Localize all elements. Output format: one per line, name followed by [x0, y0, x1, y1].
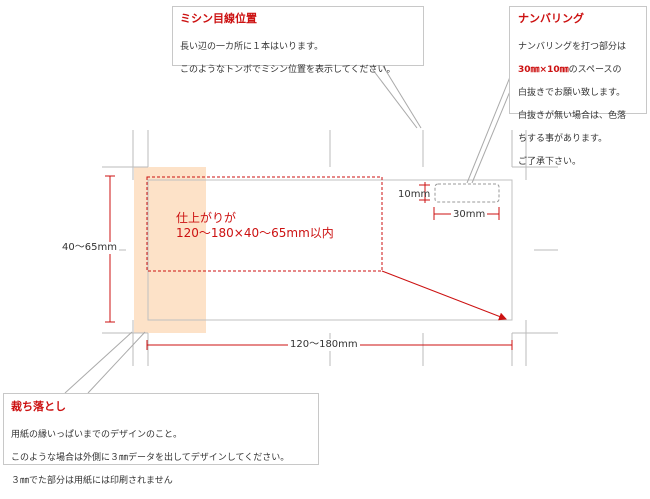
finished-size-label: 仕上がりが 120〜180×40〜65mm以内 [176, 211, 334, 241]
finished-size-line: 120〜180×40〜65mm以内 [176, 226, 334, 240]
callout-perforation-body: 長い辺の一カ所に１本はいります。 このようなトンボでミシン位置を表示してください… [180, 30, 416, 88]
callout-numbering-line: 30㎜×10㎜のスペースの [518, 65, 638, 77]
callout-bleed-line: このような場合は外側に３㎜データを出してデザインしてください。 [11, 452, 290, 463]
callout-numbering-line: 白抜きが無い場合は、色落 [518, 110, 627, 121]
callout-numbering-title: ナンバリング [518, 12, 584, 25]
callout-numbering-body: ナンバリングを打つ部分は 30㎜×10㎜のスペースの 白抜きでお願い致します。 … [518, 30, 638, 180]
height-dimension-label: 40〜65mm [60, 242, 119, 254]
callout-perforation-line: 長い辺の一カ所に１本はいります。 [180, 41, 324, 52]
callout-bleed-body: 用紙の縁いっぱいまでのデザインのこと。 このような場合は外側に３㎜データを出して… [11, 418, 311, 499]
callout-perforation-title: ミシン目線位置 [180, 12, 257, 25]
numbering-size-rest: のスペースの [568, 64, 622, 75]
paper-outline [147, 179, 513, 321]
callout-numbering-line: 白抜きでお願い致します。 [518, 87, 626, 98]
diagram-canvas [64, 65, 558, 394]
expand-arrow [381, 270, 507, 321]
callout-numbering-line: ご了承下さい。 [518, 156, 582, 167]
finished-size-frame [146, 176, 383, 272]
callout-bleed-line: 用紙の縁いっぱいまでのデザインのこと。 [11, 429, 183, 440]
callout-bleed: 裁ち落とし 用紙の縁いっぱいまでのデザインのこと。 このような場合は外側に３㎜デ… [3, 393, 319, 486]
callout-perforation-line: このようなトンボでミシン位置を表示してください。 [180, 64, 396, 75]
numbering-height-label: 10mm [398, 189, 431, 200]
callout-bleed-line: ３㎜でた部分は用紙には印刷されません [11, 475, 173, 486]
callout-numbering-line: ナンバリングを打つ部分は [518, 41, 627, 52]
callout-perforation: ミシン目線位置 長い辺の一カ所に１本はいります。 このようなトンボでミシン位置を… [172, 6, 424, 75]
finished-size-line: 仕上がりが [176, 211, 237, 225]
bleed-area [134, 167, 206, 333]
numbering-size-accent: 30㎜×10㎜ [518, 64, 569, 75]
numbering-width-label: 30mm [451, 209, 488, 221]
width-dimension-label: 120〜180mm [288, 339, 360, 351]
numbering-area [434, 183, 500, 203]
trim-marks [102, 130, 558, 366]
callout-bleed-title: 裁ち落とし [11, 400, 66, 413]
callout-numbering-line: ちする事があります。 [518, 133, 608, 144]
callout-numbering: ナンバリング ナンバリングを打つ部分は 30㎜×10㎜のスペースの 白抜きでお願… [509, 6, 647, 167]
